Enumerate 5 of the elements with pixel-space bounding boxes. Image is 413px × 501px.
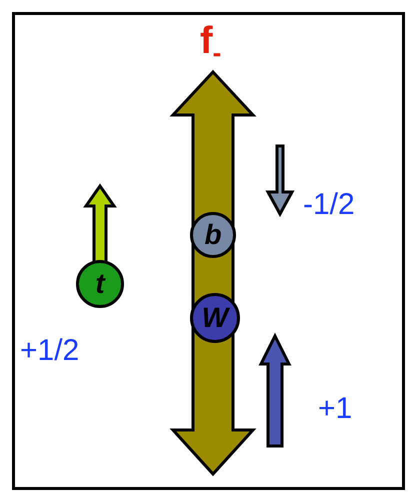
title: f$_{-}$: [200, 22, 222, 66]
particle-circle: t: [76, 260, 124, 308]
spin-label: -1/2: [303, 190, 355, 220]
spin-label: +1/2: [20, 336, 80, 366]
spin-label: +1: [318, 394, 352, 424]
